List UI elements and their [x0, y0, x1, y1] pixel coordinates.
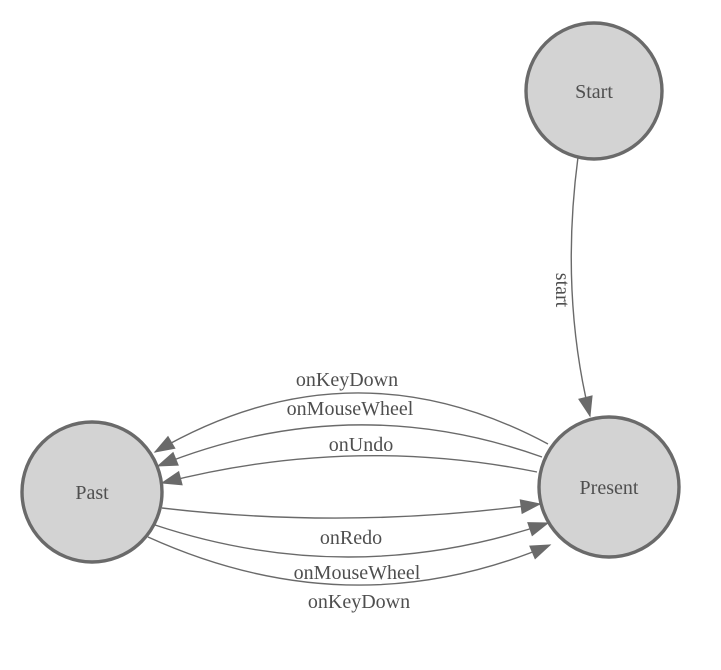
- edge-label-onmousewheel-bottom: onMouseWheel: [294, 562, 421, 584]
- edge-present-to-past-onkeydown-line: [153, 392, 549, 453]
- edge-past-to-present-onredo-line: [161, 499, 542, 519]
- edge-label-group: start onKeyDown onMouseWheel onUndo onRe…: [287, 273, 573, 613]
- edge-present-to-past-onundo-line: [160, 454, 538, 486]
- edge-label-onmousewheel-top: onMouseWheel: [287, 398, 414, 420]
- edge-past-to-present-onmousewheel-line: [154, 522, 550, 558]
- node-present: Present: [537, 415, 681, 559]
- edge-start-to-present-line: [570, 156, 593, 418]
- node-past: Past: [20, 420, 164, 564]
- edge-label-onundo: onUndo: [329, 434, 393, 456]
- edge-label-onkeydown-bottom: onKeyDown: [308, 591, 410, 613]
- edge-group: [147, 156, 593, 586]
- edge-label-onredo: onRedo: [320, 527, 382, 549]
- node-start-label: Start: [575, 81, 613, 103]
- edge-label-onkeydown-top: onKeyDown: [296, 369, 398, 391]
- node-past-label: Past: [75, 482, 109, 504]
- node-present-label: Present: [580, 477, 639, 499]
- edge-present-to-past-onmousewheel-line: [156, 424, 543, 467]
- edge-label-start: start: [551, 273, 573, 308]
- node-past-circle[interactable]: [20, 420, 164, 564]
- node-present-circle[interactable]: [537, 415, 681, 559]
- node-start-circle[interactable]: [524, 21, 664, 161]
- node-start: Start: [524, 21, 664, 161]
- edge-past-to-present-onkeydown-line: [147, 536, 552, 586]
